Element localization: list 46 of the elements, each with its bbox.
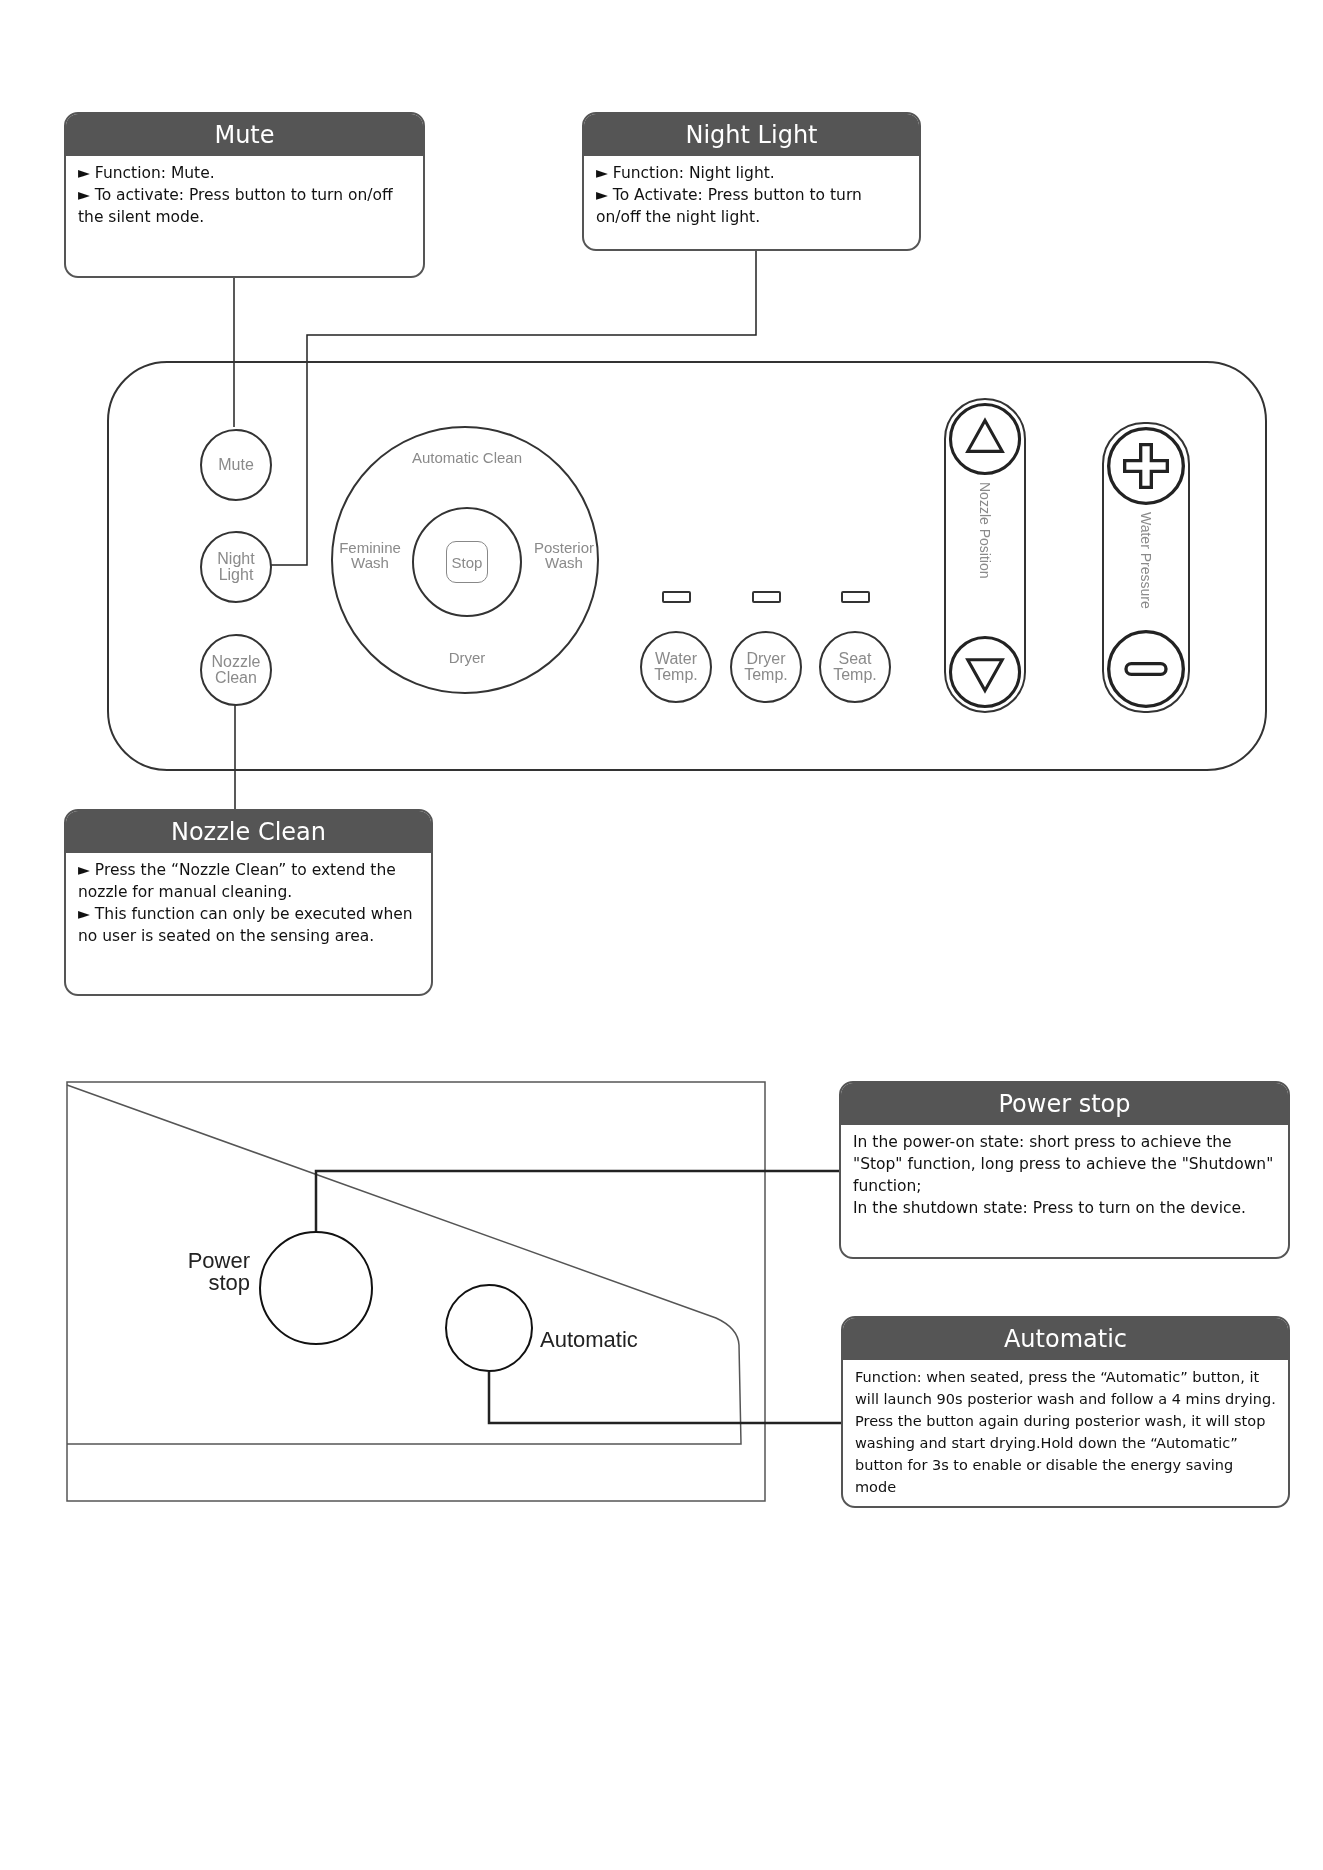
callout-box [841,1316,1290,1508]
callout-text: ► This function can only be executed when no user is seated on the sensing area. [78,904,414,947]
dial-center [412,507,522,617]
leader-line [314,1169,839,1231]
mode-dial [331,426,599,694]
callout-box [582,112,921,251]
control-panel [107,361,1267,771]
round-button: Night Light [200,531,272,603]
callout-box [839,1081,1290,1259]
callout-box [64,809,433,996]
callout-text: In the shutdown state: Press to turn on the device. [853,1198,1248,1219]
mode-label: Automatic Clean [410,450,524,465]
leader-line [269,250,757,566]
mode-label: Posterior Wash [533,540,595,570]
round-button [445,1284,533,1372]
callout-text: In the power-on state: short press to achieve the "Stop" function, long press to achieve the "Shutdown" function; [853,1132,1275,1197]
callout-title: Nozzle Clean [66,811,431,853]
rocker-label: Water Pressure [1139,512,1153,609]
button-caption: Automatic [540,1329,639,1351]
round-button [259,1231,373,1345]
stop-button: Stop [446,541,488,583]
callout-title: Automatic [843,1318,1288,1360]
callout-text: ► To Activate: Press button to turn on/off the night light. [596,185,863,228]
button-caption: Power stop [186,1250,250,1294]
rocker-label: Nozzle Position [978,482,992,579]
mode-label: Dryer [447,650,487,665]
callout-text: ► Function: Night light. [596,163,776,184]
callout-box [64,112,425,278]
rocker-button [944,398,1026,713]
rocker-button [1102,422,1190,713]
round-button: Seat Temp. [819,631,891,703]
leader-line [487,1372,841,1425]
round-button: Dryer Temp. [730,631,802,703]
leader-line [234,703,236,810]
round-button: Water Temp. [640,631,712,703]
callout-text: ► To activate: Press button to turn on/off the silent mode. [78,185,394,228]
callout-title: Mute [66,114,423,156]
mode-label: Feminine Wash [338,540,402,570]
callout-title: Power stop [841,1083,1288,1125]
callout-text: Function: when seated, press the “Automatic” button, it will launch 90s posterior wash and follow a 4 mins drying. Press the button again during posterior wash, it will stop washing and start drying.Hold down the “Automatic” button for 3s to enable or disable the energy saving mode [855,1368,1276,1497]
callout-text: ► Press the “Nozzle Clean” to extend the nozzle for manual cleaning. [78,860,397,903]
round-button: Mute [200,429,272,501]
leader-line [233,277,235,428]
callout-title: Night Light [584,114,919,156]
round-button: Nozzle Clean [200,634,272,706]
callout-text: ► Function: Mute. [78,163,216,184]
